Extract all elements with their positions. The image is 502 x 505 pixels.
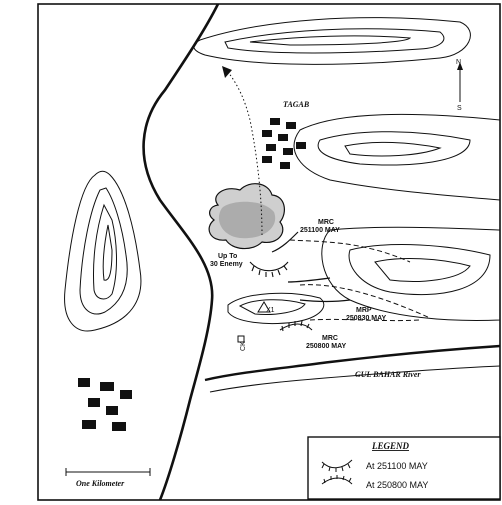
legend: LEGEND At 251100 MAY At 250800 MAY [307, 436, 501, 500]
ck-marker [237, 335, 245, 343]
gul-bahar-river [204, 344, 501, 382]
ck-label: CK [240, 341, 247, 351]
mrc2-label: MRC 250800 MAY [306, 335, 347, 350]
compass-south: S [457, 105, 462, 112]
x1-label: X1 [266, 307, 275, 314]
legend-item-0800: At 250800 MAY [366, 480, 428, 490]
north-ridge [193, 17, 471, 65]
river-bank [209, 365, 501, 393]
route-north [227, 71, 263, 236]
enemy-label-line1: Up To [218, 253, 237, 260]
legend-box [307, 436, 501, 500]
mrc1-label-line2: 251100 MAY [300, 227, 340, 234]
legend-symbol-0800 [321, 475, 353, 485]
friendly-position-0800 [279, 320, 313, 332]
tagab-buildings [262, 118, 306, 169]
town-label: TAGAB [283, 100, 310, 109]
enemy-label: Up To 30 Enemy [210, 253, 243, 268]
mrp-label-line2: 250830 MAY [346, 315, 387, 322]
enemy-area [208, 183, 286, 250]
compass-north: N [456, 59, 461, 66]
compass: N S [456, 59, 463, 112]
x1-marker [257, 301, 271, 313]
x1-hill [227, 292, 325, 325]
sw-village-buildings [78, 378, 132, 431]
legend-title: LEGEND [371, 441, 410, 451]
mrc1-label: MRC 251100 MAY [300, 219, 340, 234]
map-frame [37, 3, 501, 501]
west-mountain [64, 170, 142, 332]
legend-symbol-1100 [321, 459, 353, 472]
route-arrowhead [222, 66, 232, 78]
mrc1-label-line1: MRC [318, 219, 334, 226]
enemy-label-line2: 30 Enemy [210, 261, 243, 268]
mrp-label: MRP 250830 MAY [346, 307, 387, 322]
scale-bar-label: One Kilometer [76, 479, 125, 488]
dashed-routes [289, 239, 431, 322]
mrc2-label-line1: MRC [322, 335, 338, 342]
attack-arrows [271, 231, 351, 303]
scale-bar: One Kilometer [65, 468, 151, 488]
mrp-label-line1: MRP [356, 307, 372, 314]
main-road [142, 3, 220, 501]
legend-item-1100: At 251100 MAY [366, 461, 428, 471]
river-label: GUL BAHAR River [355, 370, 421, 379]
mrc2-label-line2: 250800 MAY [306, 343, 347, 350]
south-east-ridge [321, 226, 501, 321]
friendly-position-1100 [249, 261, 289, 278]
east-ridge [293, 113, 501, 201]
